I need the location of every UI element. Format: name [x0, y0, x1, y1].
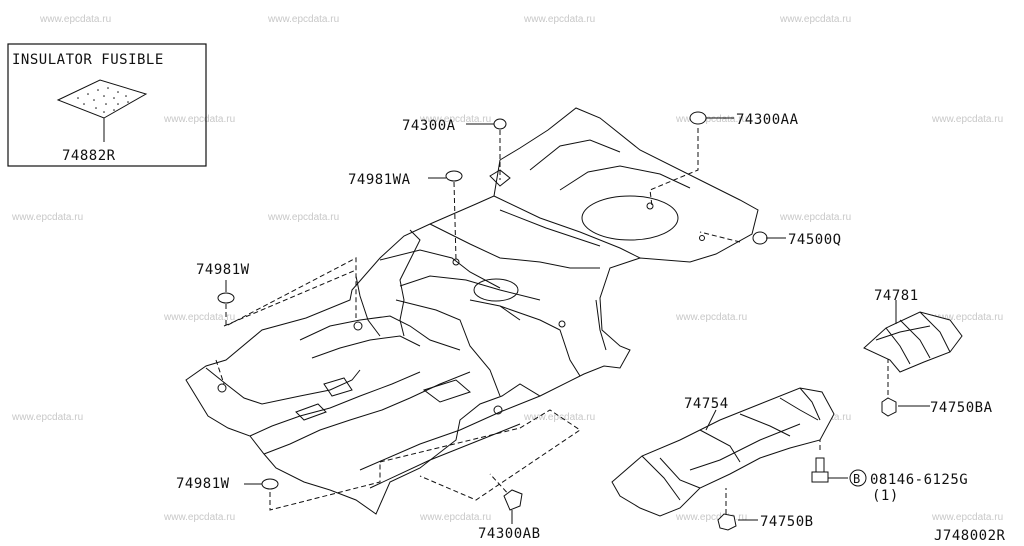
heat-shield-74754[interactable]: [611, 387, 835, 517]
plug-74300A[interactable]: [493, 118, 507, 130]
bolt-08146-6125G[interactable]: [811, 457, 829, 483]
bolt-marker-circle: [849, 469, 867, 487]
watermark: www.epcdata.ru: [779, 212, 851, 223]
part-label-74750B[interactable]: 74750B: [760, 514, 814, 530]
part-label-74981W-bottom[interactable]: 74981W: [176, 476, 230, 492]
watermark: www.epcdata.ru: [163, 512, 235, 523]
watermark: www.epcdata.ru: [931, 312, 1003, 323]
diagram-id: J748002R: [934, 528, 1006, 544]
part-label-74300AB[interactable]: 74300AB: [478, 526, 541, 542]
insulator-dots: [77, 87, 129, 113]
part-label-74300A[interactable]: 74300A: [402, 118, 456, 134]
watermark: www.epcdata.ru: [523, 412, 595, 423]
leaders: [225, 117, 930, 524]
inset-insulator-fusible: INSULATOR FUSIBLE 74882R: [7, 43, 207, 167]
bolt-marker-letter: B: [853, 472, 861, 486]
plug-74300AA[interactable]: [689, 111, 707, 125]
watermark: www.epcdata.ru: [675, 114, 747, 125]
part-label-74781[interactable]: 74781: [874, 288, 919, 304]
watermark: www.epcdata.ru: [267, 212, 339, 223]
watermark: www.epcdata.ru: [267, 14, 339, 25]
watermark: www.epcdata.ru: [163, 114, 235, 125]
watermark: www.epcdata.ru: [931, 512, 1003, 523]
part-label-74300AA[interactable]: 74300AA: [736, 112, 799, 128]
part-label-74754[interactable]: 74754: [684, 396, 729, 412]
watermark: www.epcdata.ru: [675, 512, 747, 523]
part-label-74882R[interactable]: 74882R: [62, 148, 116, 164]
floor-panel[interactable]: [185, 107, 759, 515]
watermark: www.epcdata.ru: [39, 14, 111, 25]
watermark: www.epcdata.ru: [163, 312, 235, 323]
watermark: www.epcdata.ru: [523, 14, 595, 25]
inset-title: INSULATOR FUSIBLE: [12, 52, 164, 68]
fasteners: [217, 111, 897, 531]
plug-74500Q[interactable]: [752, 231, 768, 245]
watermark: www.epcdata.ru: [11, 212, 83, 223]
part-label-74981WA[interactable]: 74981WA: [348, 172, 411, 188]
plug-74981W-bottom[interactable]: [261, 478, 279, 490]
part-label-74981W-top[interactable]: 74981W: [196, 262, 250, 278]
inset-frame: [7, 43, 207, 167]
part-label-74750BA[interactable]: 74750BA: [930, 400, 993, 416]
watermark: www.epcdata.ru: [419, 114, 491, 125]
watermark: www.epcdata.ru: [779, 14, 851, 25]
watermark: www.epcdata.ru: [675, 312, 747, 323]
heat-shield-74781[interactable]: [863, 311, 963, 373]
part-label-08146-6125G[interactable]: 08146-6125G: [870, 472, 968, 488]
part-quantity: (1): [872, 488, 899, 504]
insulator-pad[interactable]: [56, 79, 148, 119]
nut-74750B[interactable]: [717, 513, 737, 531]
part-label-74500Q[interactable]: 74500Q: [788, 232, 842, 248]
plug-74981WA[interactable]: [445, 170, 463, 182]
watermark: www.epcdata.ru: [419, 512, 491, 523]
nut-74750BA[interactable]: [881, 397, 897, 417]
watermark: www.epcdata.ru: [11, 412, 83, 423]
plug-74300AB[interactable]: [503, 489, 523, 511]
watermark: www.epcdata.ru: [931, 114, 1003, 125]
plug-74981W-top[interactable]: [217, 292, 235, 304]
part-labels: 74300A 74300AA 74981WA 74500Q 74981W 749…: [176, 112, 1006, 544]
